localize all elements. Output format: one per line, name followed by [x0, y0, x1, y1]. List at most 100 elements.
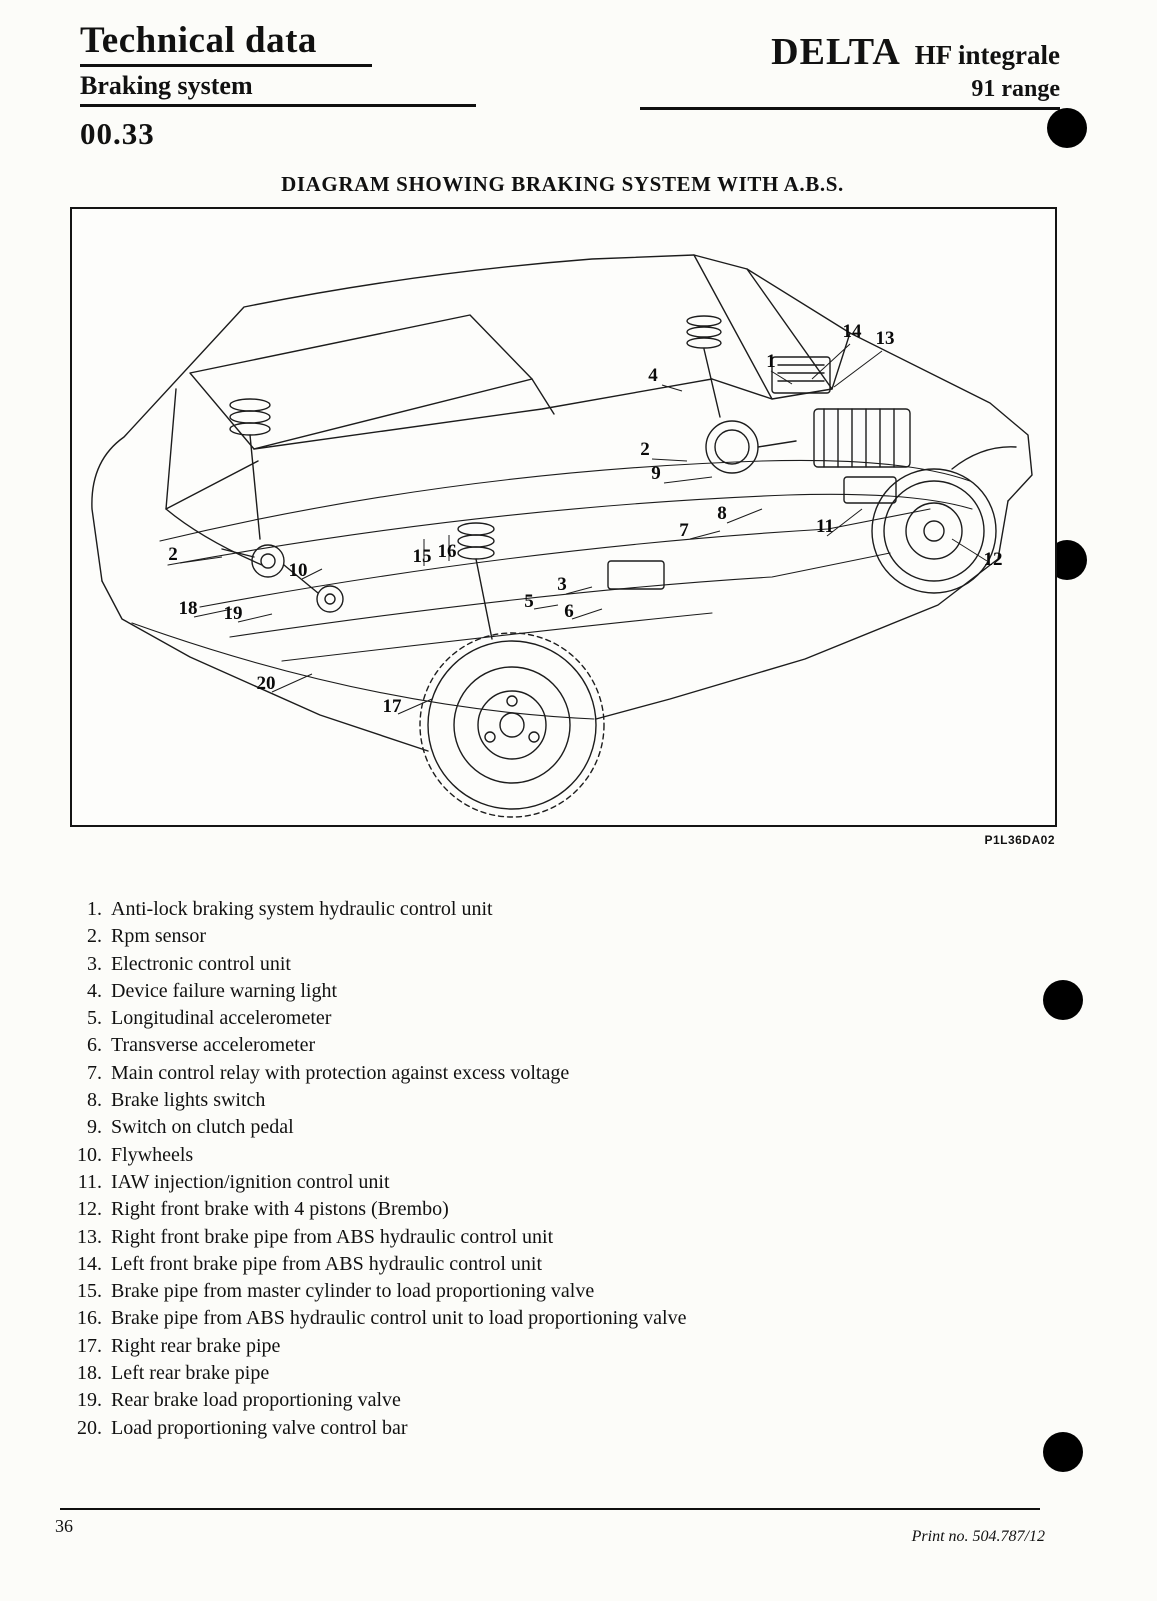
diagram-callout-number: 2	[640, 439, 650, 460]
legend-item-number: 10.	[77, 1143, 102, 1166]
legend-item-number: 16.	[77, 1307, 102, 1330]
legend-item: 1. Anti-lock braking system hydraulic con…	[60, 896, 980, 923]
legend-item: 8.Brake lights switch	[60, 1087, 980, 1114]
legend-item-text: Main control relay with protection again…	[111, 1061, 570, 1084]
legend-item-number: 1.	[87, 898, 102, 920]
model-line: DELTA HF integrale	[600, 30, 1060, 74]
legend-item-number: 15.	[77, 1280, 102, 1303]
header-right: DELTA HF integrale 91 range	[600, 30, 1060, 110]
legend-item-number: 19.	[77, 1389, 102, 1412]
legend-item-number: 13.	[77, 1225, 102, 1248]
diagram-callout-number: 17	[383, 696, 403, 717]
legend-item-number: 18.	[77, 1362, 102, 1385]
legend-item: 6. Transverse accelerometer	[60, 1032, 980, 1059]
diagram-callout-number: 8	[717, 503, 727, 524]
legend-item: 16. Brake pipe from ABS hydraulic control…	[60, 1305, 980, 1332]
diagram-callout-number: 20	[257, 673, 276, 694]
legend-item: 17. Right rear brake pipe	[60, 1333, 980, 1360]
legend-item-text: Right front brake pipe from ABS hydrauli…	[111, 1225, 554, 1248]
car-cutaway-drawing	[91, 254, 1033, 818]
legend-item: 19. Rear brake load proportioning valve	[60, 1387, 980, 1414]
diagram-callout-number: 13	[876, 328, 895, 349]
legend-item-text: Load proportioning valve control bar	[111, 1416, 408, 1439]
section-code: 00.33	[80, 116, 155, 152]
footer-rule	[60, 1508, 1040, 1510]
legend-item: 20. Load proportioning valve control bar	[60, 1415, 980, 1442]
diagram-callout-number: 5	[524, 591, 534, 612]
legend-item-number: 14.	[77, 1252, 102, 1275]
model-name: DELTA	[771, 31, 901, 73]
legend-item: 3. Electronic control unit	[60, 951, 980, 978]
legend-item-text: Electronic control unit	[111, 952, 291, 975]
legend-item: 10. Flywheels	[60, 1142, 980, 1169]
diagram-callout-number: 2	[168, 544, 178, 565]
title-underline	[80, 63, 372, 67]
legend-item-text: Left front brake pipe from ABS hydraulic…	[111, 1252, 543, 1275]
diagram-callout-number: 18	[179, 598, 198, 619]
diagram-callout-number: 7	[679, 520, 689, 541]
legend-item-text: Switch on clutch pedal	[111, 1116, 294, 1139]
registration-mark	[1043, 1432, 1083, 1472]
legend-item-number: 4.	[87, 979, 102, 1002]
print-number: Print no. 504.787/12	[911, 1528, 1045, 1545]
legend-item-text: Transverse accelerometer	[111, 1034, 316, 1057]
legend-item: 9. Switch on clutch pedal	[60, 1114, 980, 1141]
legend-item: 7. Main control relay with protection aga…	[60, 1060, 980, 1087]
model-range: 91 range	[971, 76, 1060, 102]
legend-item-text: Left rear brake pipe	[111, 1362, 270, 1385]
legend-item-number: 6.	[87, 1034, 102, 1057]
legend-item: 11.IAW injection/ignition control unit	[60, 1169, 980, 1196]
callout-leader-lines	[179, 343, 988, 715]
legend-item-text: Brake pipe from master cylinder to load …	[111, 1280, 595, 1303]
diagram-callout-number: 16	[438, 541, 457, 562]
legend-item: 2. Rpm sensor	[60, 923, 980, 950]
diagram-callout-number: 19	[224, 603, 243, 624]
legend-item-number: 17.	[77, 1334, 102, 1357]
legend-item: 18. Left rear brake pipe	[60, 1360, 980, 1387]
registration-mark	[1043, 980, 1083, 1020]
legend-item-number: 12.	[77, 1198, 102, 1221]
diagram-callout-number: 15	[413, 546, 432, 567]
legend-item: 14. Left front brake pipe from ABS hydrau…	[60, 1251, 980, 1278]
diagram-callout-number: 4	[648, 365, 658, 386]
diagram-title: DIAGRAM SHOWING BRAKING SYSTEM WITH A.B.…	[281, 172, 844, 196]
legend-item-number: 20.	[77, 1416, 102, 1439]
legend-item-number: 7.	[87, 1061, 102, 1084]
diagram-callout-number: 11	[816, 516, 834, 537]
legend-item-text: Anti-lock braking system hydraulic contr…	[111, 898, 493, 920]
diagram-reference-code: P1L36DA02	[984, 833, 1055, 847]
legend-item-text: Rear brake load proportioning valve	[111, 1389, 401, 1412]
page-title: Technical data	[80, 20, 317, 61]
diagram-callout-number: 12	[984, 549, 1003, 570]
legend-item-text: Rpm sensor	[111, 925, 206, 948]
legend-item-text: Right rear brake pipe	[111, 1334, 281, 1357]
legend-item-number: 9.	[87, 1116, 102, 1139]
legend-item: 12. Right front brake with 4 pistons (Bre…	[60, 1196, 980, 1223]
diagram-callout-number: 14	[843, 321, 863, 342]
legend-item-number: 8.	[87, 1089, 102, 1112]
legend-item-number: 11.	[77, 1170, 102, 1193]
registration-mark	[1047, 108, 1087, 148]
model-variant: HF integrale	[914, 40, 1060, 70]
diagram-callout-number: 6	[564, 601, 574, 622]
legend-item: 15. Brake pipe from master cylinder to lo…	[60, 1278, 980, 1305]
legend-item-text: Device failure warning light	[111, 979, 338, 1002]
header-left: Technical data Braking system 00.33	[80, 20, 476, 152]
diagram-callout-number: 10	[289, 560, 308, 581]
legend-item-text: Longitudinal accelerometer	[111, 1007, 332, 1030]
diagram-callout-number: 9	[651, 463, 661, 484]
legend-item-text: Brake pipe from ABS hydraulic control un…	[111, 1307, 687, 1330]
legend-item-text: Flywheels	[111, 1143, 194, 1166]
subtitle-underline	[80, 104, 476, 108]
header-right-underline	[640, 107, 1060, 110]
legend-item-number: 2.	[87, 925, 102, 948]
legend-item-number: 3.	[87, 952, 102, 975]
legend-list: 1. Anti-lock braking system hydraulic con…	[60, 896, 980, 1442]
page-number: 36	[55, 1516, 73, 1536]
legend-item-text: Right front brake with 4 pistons (Brembo…	[111, 1198, 449, 1221]
legend-item: 4. Device failure warning light	[60, 978, 980, 1005]
